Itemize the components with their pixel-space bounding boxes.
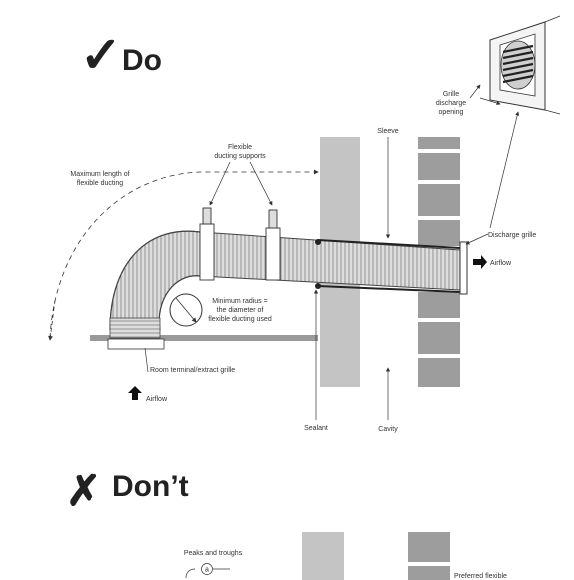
dont-brick-wall	[408, 532, 450, 580]
minimum-radius-circle	[169, 293, 203, 327]
arrow-icon	[473, 255, 487, 269]
room-terminal-text: Room terminal/extract grille	[150, 367, 235, 374]
max-length-line2: flexible ducting	[77, 180, 123, 187]
airflow-right-label: Airflow	[490, 260, 512, 267]
supports-label: Flexible ducting supports	[209, 144, 273, 206]
cross-icon: ✗	[66, 467, 101, 514]
room-terminal-label: Room terminal/extract grille	[144, 347, 235, 374]
arrow-icon	[128, 386, 142, 400]
sealant-top	[315, 239, 321, 245]
outer-brick-wall	[418, 137, 460, 387]
min-radius-label: Minimum radius = the diameter of flexibl…	[208, 298, 272, 323]
airflow-up: Airflow	[128, 386, 168, 403]
min-radius-line2: the diameter of	[217, 307, 264, 314]
min-radius-line1: Minimum radius =	[212, 298, 267, 305]
dont-title: Don’t	[112, 470, 189, 503]
do-heading: ✓ Do	[80, 27, 162, 83]
sleeve-label: Sleeve	[377, 128, 399, 239]
sleeve-label-text: Sleeve	[377, 128, 399, 135]
supports-label-line1: Flexible	[228, 144, 252, 151]
cavity-label: Cavity	[378, 367, 398, 433]
ceiling-board	[90, 335, 318, 341]
grille-label-line2: discharge	[436, 100, 466, 107]
min-radius-line3: flexible ducting used	[208, 316, 272, 323]
grille-inset	[469, 15, 561, 115]
flexible-duct	[109, 230, 461, 339]
supports-label-line2: ducting supports	[214, 153, 266, 160]
sealant-label: Sealant	[304, 289, 328, 432]
marker-a-circle	[201, 563, 213, 575]
discharge-grille-label: Discharge grille	[465, 111, 536, 245]
sealant-bottom	[315, 283, 321, 289]
max-length-label: Maximum length of flexible ducting	[70, 171, 129, 187]
airflow-right: Airflow	[473, 255, 512, 269]
dont-heading: ✗ Don’t	[66, 467, 189, 514]
max-length-dashed-arrow	[49, 169, 319, 339]
check-icon: ✓	[80, 27, 122, 83]
do-title: Do	[122, 44, 162, 77]
preferred-flexible-label: Preferred flexible	[454, 573, 507, 580]
marker-a-text: a	[205, 567, 209, 574]
peaks-troughs-label: Peaks and troughs a	[184, 550, 243, 579]
grille-label-line3: opening	[439, 109, 464, 116]
cavity-text: Cavity	[378, 426, 398, 433]
grille-opening-label: Grille discharge opening	[436, 91, 466, 116]
airflow-up-label: Airflow	[146, 396, 168, 403]
discharge-grille-text: Discharge grille	[488, 232, 536, 239]
sealant-text: Sealant	[304, 425, 328, 432]
grille-label-line1: Grille	[443, 91, 459, 98]
room-terminal-grille	[107, 338, 165, 350]
discharge-grille	[459, 241, 468, 295]
peaks-troughs-text: Peaks and troughs	[184, 550, 243, 557]
max-length-line1: Maximum length of	[70, 171, 129, 178]
ducting-supports	[199, 207, 281, 281]
dont-inner-wall	[302, 532, 344, 580]
sleeve	[317, 239, 461, 293]
